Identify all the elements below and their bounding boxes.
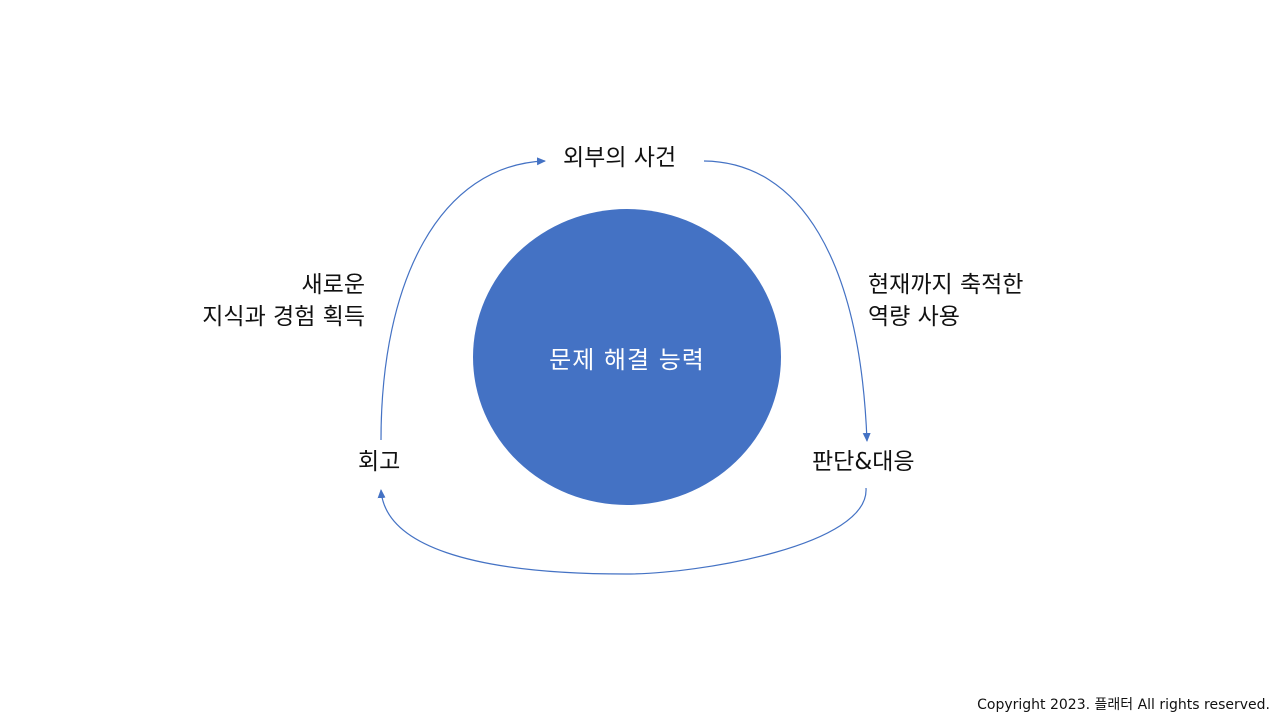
edge-label-line: 현재까지 축적한	[868, 272, 1024, 298]
arrow-right-to-left	[377, 487, 867, 575]
center-label: 문제 해결 능력	[549, 345, 705, 374]
edge-label-gain-knowledge: 새로운 지식과 경험 획득	[202, 269, 365, 333]
center-circle: 문제 해결 능력	[473, 209, 781, 505]
node-judgment-response: 판단&대응	[812, 449, 915, 475]
edge-label-line: 지식과 경험 획득	[202, 304, 365, 330]
arrow-top-to-right	[703, 160, 871, 442]
arrow-left-to-top	[380, 157, 546, 441]
edge-label-line: 새로운	[301, 272, 365, 298]
edge-label-line: 역량 사용	[868, 304, 960, 330]
node-external-event: 외부의 사건	[563, 145, 677, 171]
edge-label-use-capability: 현재까지 축적한 역량 사용	[868, 269, 1023, 333]
node-retrospective: 회고	[358, 449, 401, 475]
copyright-notice: Copyright 2023. 플래터 All rights reserved.	[977, 697, 1270, 713]
